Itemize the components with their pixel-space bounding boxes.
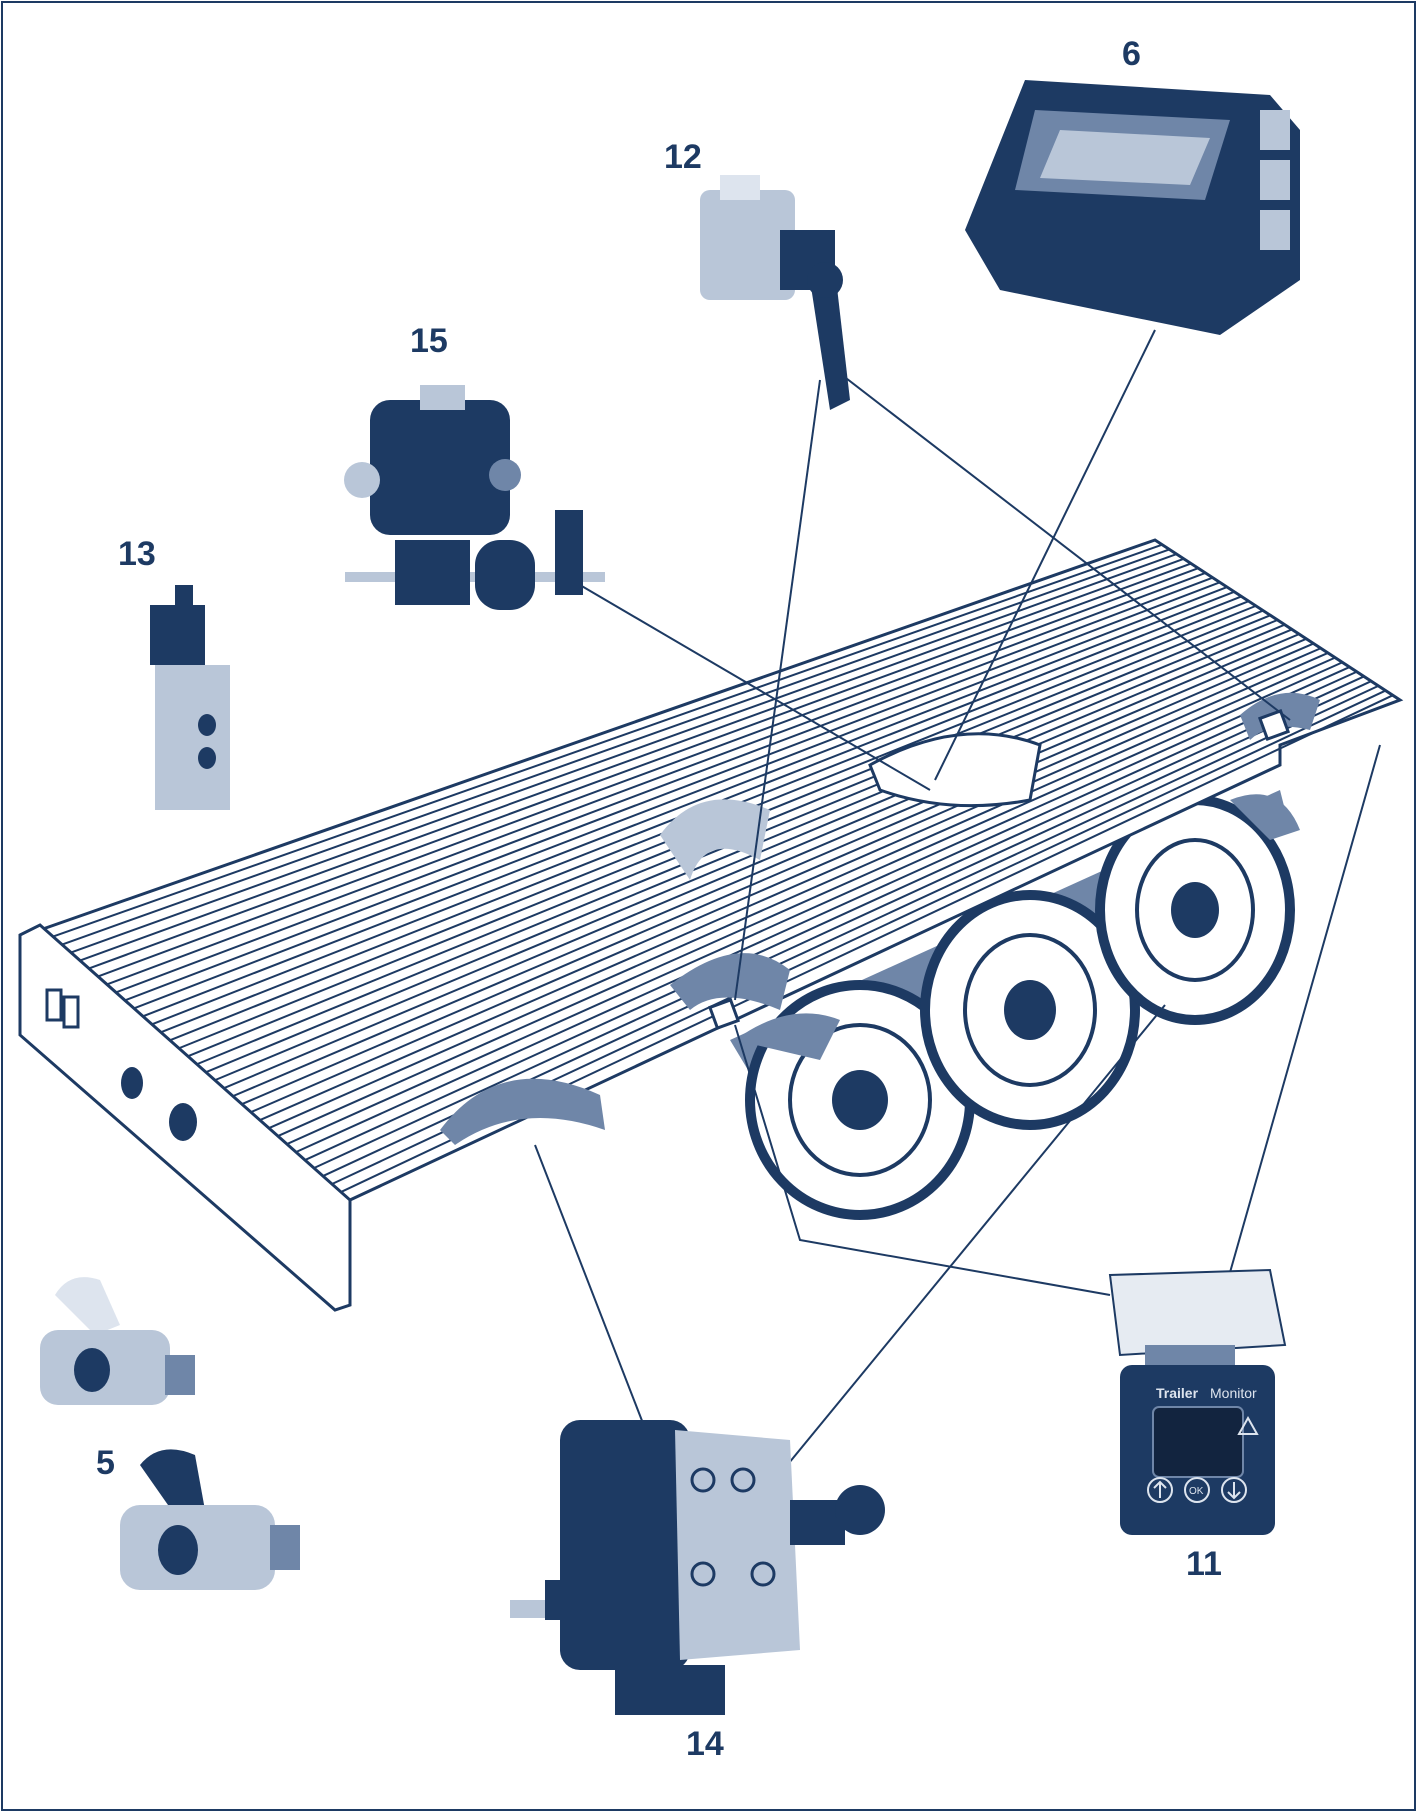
front-socket-right bbox=[62, 995, 80, 1029]
leader-14-b bbox=[774, 1004, 1166, 1481]
monitor-ok-button[interactable] bbox=[1184, 1477, 1210, 1503]
deck-slat-line bbox=[267, 656, 1336, 1130]
deck-slat-line bbox=[249, 647, 1322, 1114]
deck-slat-line bbox=[258, 652, 1329, 1122]
front-socket-left bbox=[45, 988, 63, 1022]
label-component-11: 11 bbox=[1186, 1545, 1222, 1583]
deck-slat-line bbox=[139, 590, 1235, 1019]
monitor-lid bbox=[1108, 1268, 1287, 1357]
trailer-illustration bbox=[18, 538, 1404, 1312]
cutout-lift-valve bbox=[670, 953, 790, 1010]
wheel-group bbox=[730, 790, 1300, 1220]
deck-sensor-rear bbox=[1257, 708, 1291, 742]
deck-slats bbox=[48, 543, 1394, 1193]
mudguard-rear bbox=[1230, 794, 1300, 840]
coupling-head-supply bbox=[40, 1277, 195, 1405]
monitor-brand-text: Trailer bbox=[1156, 1385, 1199, 1401]
leader-12-b bbox=[841, 374, 1291, 721]
wheel-rear bbox=[1095, 795, 1295, 1025]
deck-slat-line bbox=[67, 553, 1177, 955]
deck-slat-line bbox=[294, 670, 1358, 1154]
deck-slat-line bbox=[313, 680, 1372, 1170]
warning-icon bbox=[1237, 1415, 1259, 1435]
deck-slat-line bbox=[240, 642, 1314, 1106]
deck-slat-line bbox=[48, 543, 1163, 939]
front-coupling-2 bbox=[169, 1103, 197, 1141]
deck-slat-line bbox=[130, 586, 1228, 1011]
ecu-module-illustration bbox=[965, 80, 1300, 335]
arrow-up-icon bbox=[1153, 1480, 1167, 1498]
monitor-down-button[interactable] bbox=[1221, 1477, 1247, 1503]
deck-slat-line bbox=[276, 661, 1343, 1138]
front-coupling-1 bbox=[121, 1067, 143, 1099]
cutout-levelling-valve bbox=[660, 799, 770, 880]
cutout-ecu bbox=[868, 732, 1042, 808]
deck-slat-line bbox=[221, 633, 1300, 1090]
leader-6 bbox=[934, 329, 1156, 781]
label-component-12: 12 bbox=[664, 138, 702, 176]
label-component-15: 15 bbox=[410, 322, 448, 360]
deck-slat-line bbox=[76, 557, 1185, 963]
lift-valve-illustration bbox=[700, 175, 850, 410]
monitor-model-text: Monitor bbox=[1210, 1385, 1257, 1401]
deck-slat-line bbox=[112, 576, 1214, 995]
solenoid-valve-illustration bbox=[150, 585, 230, 810]
leader-15 bbox=[579, 584, 931, 791]
deck-slat-line bbox=[103, 572, 1206, 987]
park-valve-illustration bbox=[510, 1420, 885, 1715]
deck-slat-line bbox=[303, 675, 1365, 1162]
deck-sensor-middle bbox=[707, 997, 741, 1031]
coupling-head-control bbox=[120, 1449, 300, 1590]
leader-lines bbox=[534, 329, 1381, 1481]
coupling-heads-illustration bbox=[40, 1277, 300, 1590]
label-component-13: 13 bbox=[118, 535, 156, 573]
levelling-valve-illustration bbox=[344, 385, 605, 610]
wheel-middle bbox=[920, 890, 1140, 1130]
arrow-down-icon bbox=[1227, 1482, 1241, 1500]
deck-slat-line bbox=[94, 567, 1199, 979]
leader-11-a bbox=[734, 1024, 1111, 1296]
label-component-5: 5 bbox=[96, 1444, 115, 1482]
leader-11-b bbox=[1224, 744, 1381, 1291]
deck-slat-line bbox=[121, 581, 1221, 1003]
label-component-14: 14 bbox=[686, 1725, 724, 1763]
monitor-ok-label: OK bbox=[1189, 1486, 1204, 1497]
monitor-screen bbox=[1152, 1406, 1244, 1478]
mudguard-front bbox=[735, 1013, 840, 1060]
leader-12-a bbox=[734, 379, 821, 1001]
label-component-6: 6 bbox=[1122, 35, 1141, 73]
deck-slat-line bbox=[285, 666, 1350, 1146]
deck-slat-line bbox=[57, 548, 1170, 947]
cutout-park-valve bbox=[440, 1078, 605, 1145]
monitor-up-button[interactable] bbox=[1147, 1477, 1173, 1503]
deck-slat-line bbox=[231, 637, 1307, 1098]
trailer-monitor-illustration: Trailer Monitor OK bbox=[1108, 1268, 1287, 1535]
